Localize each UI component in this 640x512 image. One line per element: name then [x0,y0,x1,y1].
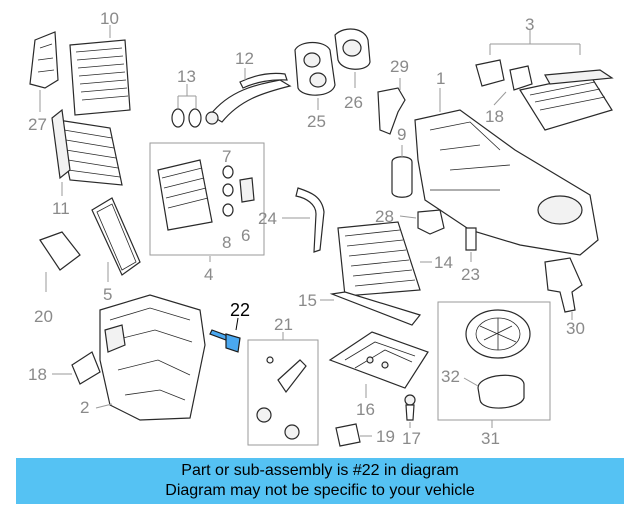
label-11: 11 [52,199,70,218]
part-16-tray [328,331,429,398]
label-32: 32 [441,367,460,386]
part-2-lower-housing [95,294,206,421]
part-17-bolt [404,394,416,428]
part-4-kit-box [149,142,265,262]
part-28-sensor [399,209,445,235]
part-13-seals [171,84,202,128]
label-14: 14 [434,253,453,272]
part-3-vent-assembly [475,30,614,131]
label-22: 22 [230,300,250,320]
label-10: 10 [100,9,119,28]
part-26-seal [334,28,371,88]
part-29-bracket [377,78,406,135]
label-12: 12 [235,49,254,68]
label-3: 3 [525,15,534,34]
label-13: 13 [177,67,196,86]
part-18-bracket [52,351,101,385]
label-6: 6 [241,226,250,245]
part-19-connector [335,423,372,447]
label-5: 5 [103,285,112,304]
part-24-pipe [282,187,325,253]
label-25: 25 [307,112,326,131]
part-30-bracket [544,257,583,320]
label-7: 7 [222,147,231,166]
label-18a: 18 [485,107,504,126]
label-1: 1 [436,69,445,88]
part-25-seal-plate [294,41,336,110]
part-31-blower-box [437,301,551,428]
parts-diagram: 10 27 12 13 25 26 29 [28,9,614,448]
part-1-hvac-housing [414,88,599,256]
label-17: 17 [402,429,421,448]
label-8: 8 [222,233,231,252]
label-18b: 18 [28,365,47,384]
leader-32 [463,377,479,387]
label-28: 28 [375,207,394,226]
part-27-bracket [29,31,59,112]
label-16: 16 [356,400,375,419]
part-12-hoses [205,68,292,125]
part-14-cabin-filter [337,221,432,297]
label-27: 27 [28,115,47,134]
label-30: 30 [566,319,585,338]
caption-line-2: Diagram may not be specific to your vehi… [165,482,475,499]
label-23: 23 [461,265,480,284]
label-24: 24 [258,209,277,228]
part-15-seal-strip [320,291,422,326]
part-22-highlighted[interactable] [209,317,241,353]
caption-banner: Part or sub-assembly is #22 in diagram D… [16,458,624,504]
part-23-sensor [465,227,477,262]
leader-18a [493,91,507,106]
label-20: 20 [34,307,53,326]
label-15: 15 [298,291,317,310]
label-4: 4 [204,265,213,284]
part-5-filter-frame [91,197,141,282]
label-19: 19 [376,427,395,446]
label-26: 26 [344,93,363,112]
label-29: 29 [390,57,409,76]
part-20-module [39,231,81,292]
part-9-actuator [391,145,413,198]
part-21-kit-box [247,332,319,446]
label-21: 21 [274,315,293,334]
label-2: 2 [80,398,89,417]
part-10-heater-core [69,25,131,116]
caption-line-1: Part or sub-assembly is #22 in diagram [181,462,459,479]
label-31: 31 [481,429,500,448]
label-9: 9 [397,125,406,144]
part-11-evaporator [51,108,123,196]
